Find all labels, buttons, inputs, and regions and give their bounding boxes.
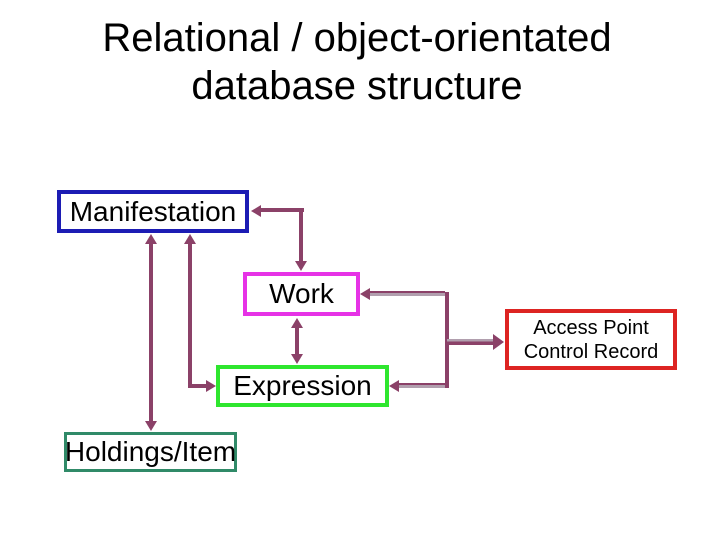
box-work-label: Work	[269, 278, 334, 309]
arrowhead-into-manifestation-right	[251, 205, 261, 217]
connector-manifestation-expression-vertical	[188, 243, 192, 388]
connector-manifestation-expression-horizontal	[188, 384, 207, 388]
arrowhead-into-work-right	[360, 288, 370, 300]
arrowhead-into-work-top	[295, 261, 307, 271]
arrowhead-into-manifestation-bottom-left	[145, 234, 157, 244]
arrowhead-into-expression-top	[291, 354, 303, 364]
box-access-point-label-line-2: Control Record	[523, 340, 659, 363]
box-expression-label: Expression	[233, 370, 372, 401]
arrowhead-into-expression-right	[389, 380, 399, 392]
box-manifestation: Manifestation	[57, 190, 249, 233]
box-access-point-control-record: Access Point Control Record	[505, 309, 677, 370]
title-line-1: Relational / object-orientated	[102, 16, 612, 60]
arrowhead-into-expression-left	[206, 380, 216, 392]
title-line-2: database structure	[191, 64, 523, 108]
box-holdings-item: Holdings/Item	[64, 432, 237, 472]
slide-title: Relational / object-orientated database …	[0, 14, 714, 110]
arrowhead-into-access-point-left	[493, 334, 504, 350]
box-holdings-item-label: Holdings/Item	[64, 436, 237, 467]
connector-access-point-to-work-horizontal	[369, 291, 445, 296]
box-access-point-label-line-1: Access Point	[533, 316, 649, 339]
connector-manifestation-work-vertical	[299, 208, 303, 262]
box-expression: Expression	[216, 365, 389, 407]
connector-manifestation-holdings-vertical	[149, 243, 153, 423]
connector-manifestation-work-horizontal	[259, 208, 304, 212]
box-work: Work	[243, 272, 360, 316]
connector-into-access-point-horizontal	[447, 339, 494, 345]
box-manifestation-label: Manifestation	[69, 195, 237, 227]
arrowhead-into-holdings-top	[145, 421, 157, 431]
arrowhead-into-work-bottom	[291, 318, 303, 328]
arrowhead-into-manifestation-bottom-right	[184, 234, 196, 244]
connector-work-expression-vertical	[295, 327, 299, 356]
connector-access-point-to-expression-horizontal	[398, 383, 445, 388]
